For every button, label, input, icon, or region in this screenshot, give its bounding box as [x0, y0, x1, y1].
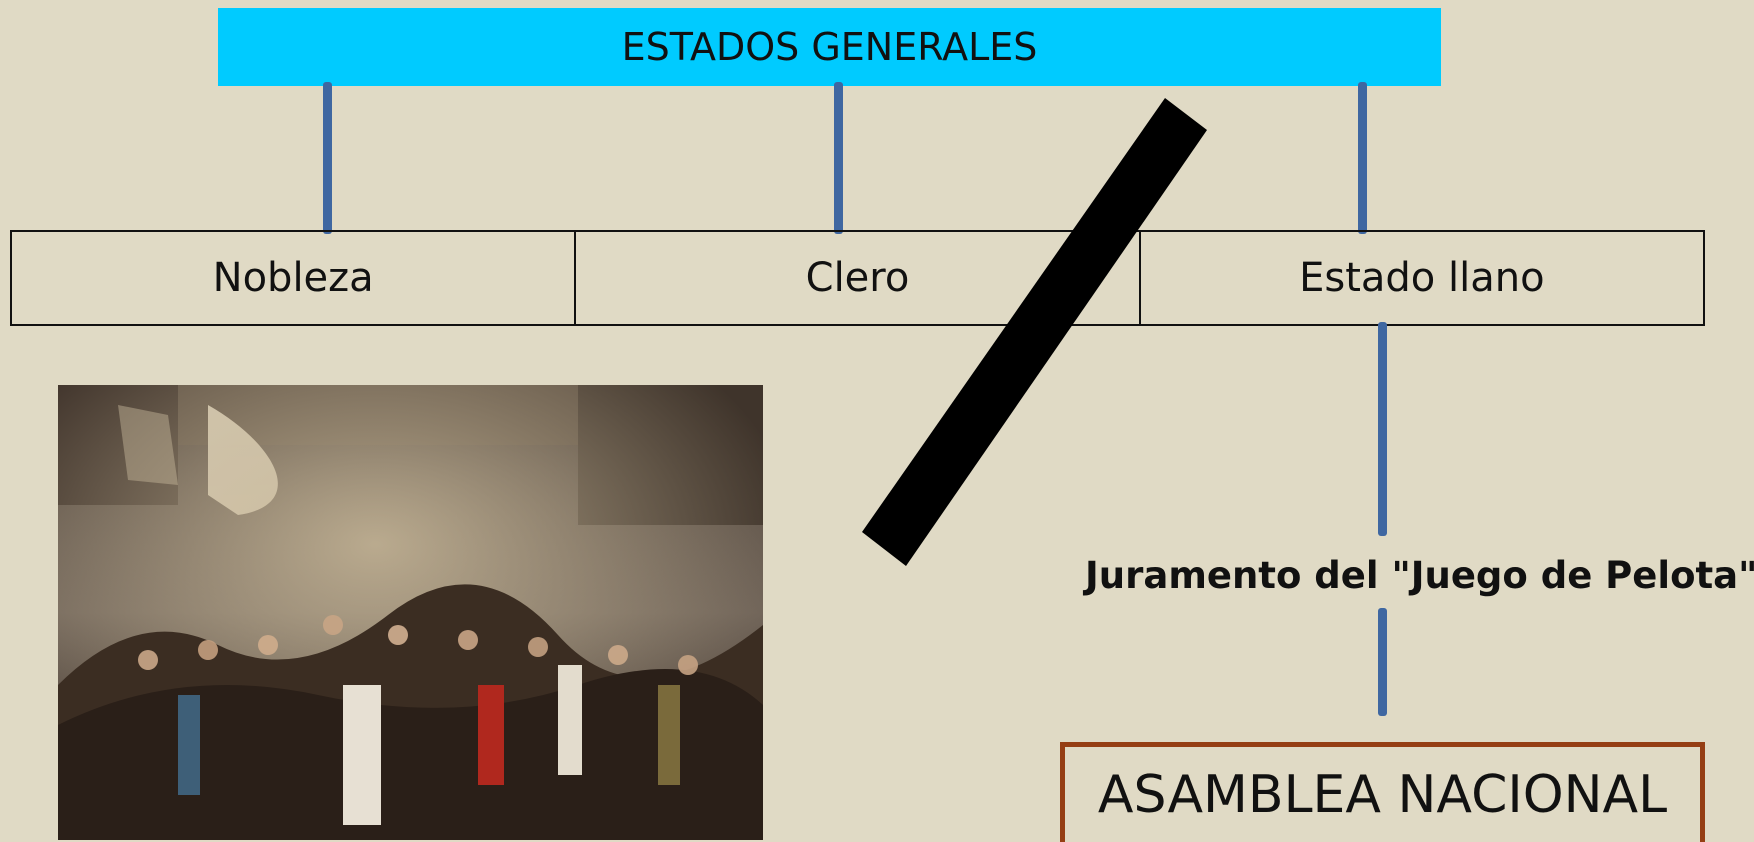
- connector-estado-llano-to-oath: [1378, 322, 1387, 536]
- painting-illustration: [58, 385, 763, 840]
- estate-clero: Clero: [576, 232, 1141, 324]
- oath-label: Juramento del "Juego de Pelota": [1085, 553, 1754, 597]
- estate-estado-llano: Estado llano: [1299, 255, 1545, 301]
- connector-nobleza: [323, 82, 332, 234]
- title-estados-generales: ESTADOS GENERALES: [218, 8, 1441, 86]
- estates-row: Nobleza Clero Estado llano: [10, 230, 1705, 326]
- assembly-box: ASAMBLEA NACIONAL: [1060, 742, 1705, 842]
- connector-oath-to-assembly: [1378, 608, 1387, 716]
- title-label: ESTADOS GENERALES: [621, 25, 1038, 69]
- connector-clero: [834, 82, 843, 234]
- tennis-court-oath-painting: [58, 385, 763, 840]
- estate-nobleza: Nobleza: [12, 232, 577, 324]
- assembly-label: ASAMBLEA NACIONAL: [1097, 764, 1668, 825]
- connector-estado-llano: [1358, 82, 1367, 234]
